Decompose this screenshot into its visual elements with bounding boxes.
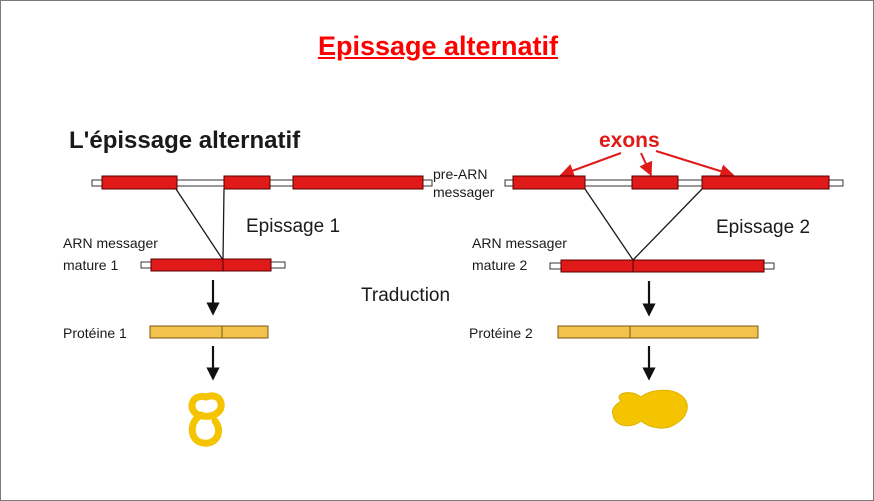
protein-1-bar	[149, 325, 269, 339]
arn-mature2-line2: mature 2	[472, 257, 527, 273]
slide-title: Epissage alternatif	[317, 31, 559, 61]
mature-mrna-2-exons	[560, 259, 765, 273]
folded-protein-1-lower-loop	[188, 411, 222, 447]
mature-mrna-1-exons	[150, 258, 272, 272]
epissage1-label: Epissage 1	[246, 216, 340, 237]
protein-2	[557, 325, 759, 339]
exons-label: exons	[599, 129, 660, 152]
exon-3-right	[701, 175, 830, 190]
arn-mature1-line1: ARN messager	[63, 235, 158, 251]
folded-protein-1	[188, 392, 225, 447]
protein-1	[149, 325, 269, 339]
exons-arrow-2	[639, 152, 653, 177]
exon-1-right	[512, 175, 586, 190]
folded-protein-2	[612, 389, 688, 429]
splice-line-left-a	[175, 188, 224, 261]
pre-arn-line1: pre-ARN	[433, 166, 487, 182]
pre-mrna-left	[91, 175, 433, 190]
pre-mrna-right	[504, 175, 844, 190]
exon-2-right	[631, 175, 679, 190]
splice-line-right-b	[632, 188, 703, 261]
traduction-label: Traduction	[361, 285, 450, 306]
proteine1-label: Protéine 1	[63, 325, 127, 341]
folded-protein-1-upper-loop	[188, 392, 225, 420]
mature-mrna-1	[140, 258, 286, 272]
exons-arrow-3	[655, 150, 735, 178]
arn-mature2-line1: ARN messager	[472, 235, 567, 251]
figure-heading: L'épissage alternatif	[69, 127, 301, 154]
splice-line-left-b	[222, 188, 225, 261]
exon-2-left	[223, 175, 271, 190]
exon-1-left	[101, 175, 178, 190]
epissage2-label: Epissage 2	[716, 217, 810, 238]
pre-arn-line2: messager	[433, 184, 495, 200]
exon-3-left	[292, 175, 424, 190]
exons-arrow-1	[559, 152, 622, 178]
mature-mrna-2	[549, 259, 775, 273]
splice-line-right-a	[584, 188, 634, 261]
protein-2-bar	[557, 325, 759, 339]
proteine2-label: Protéine 2	[469, 325, 533, 341]
arn-mature1-line2: mature 1	[63, 257, 118, 273]
